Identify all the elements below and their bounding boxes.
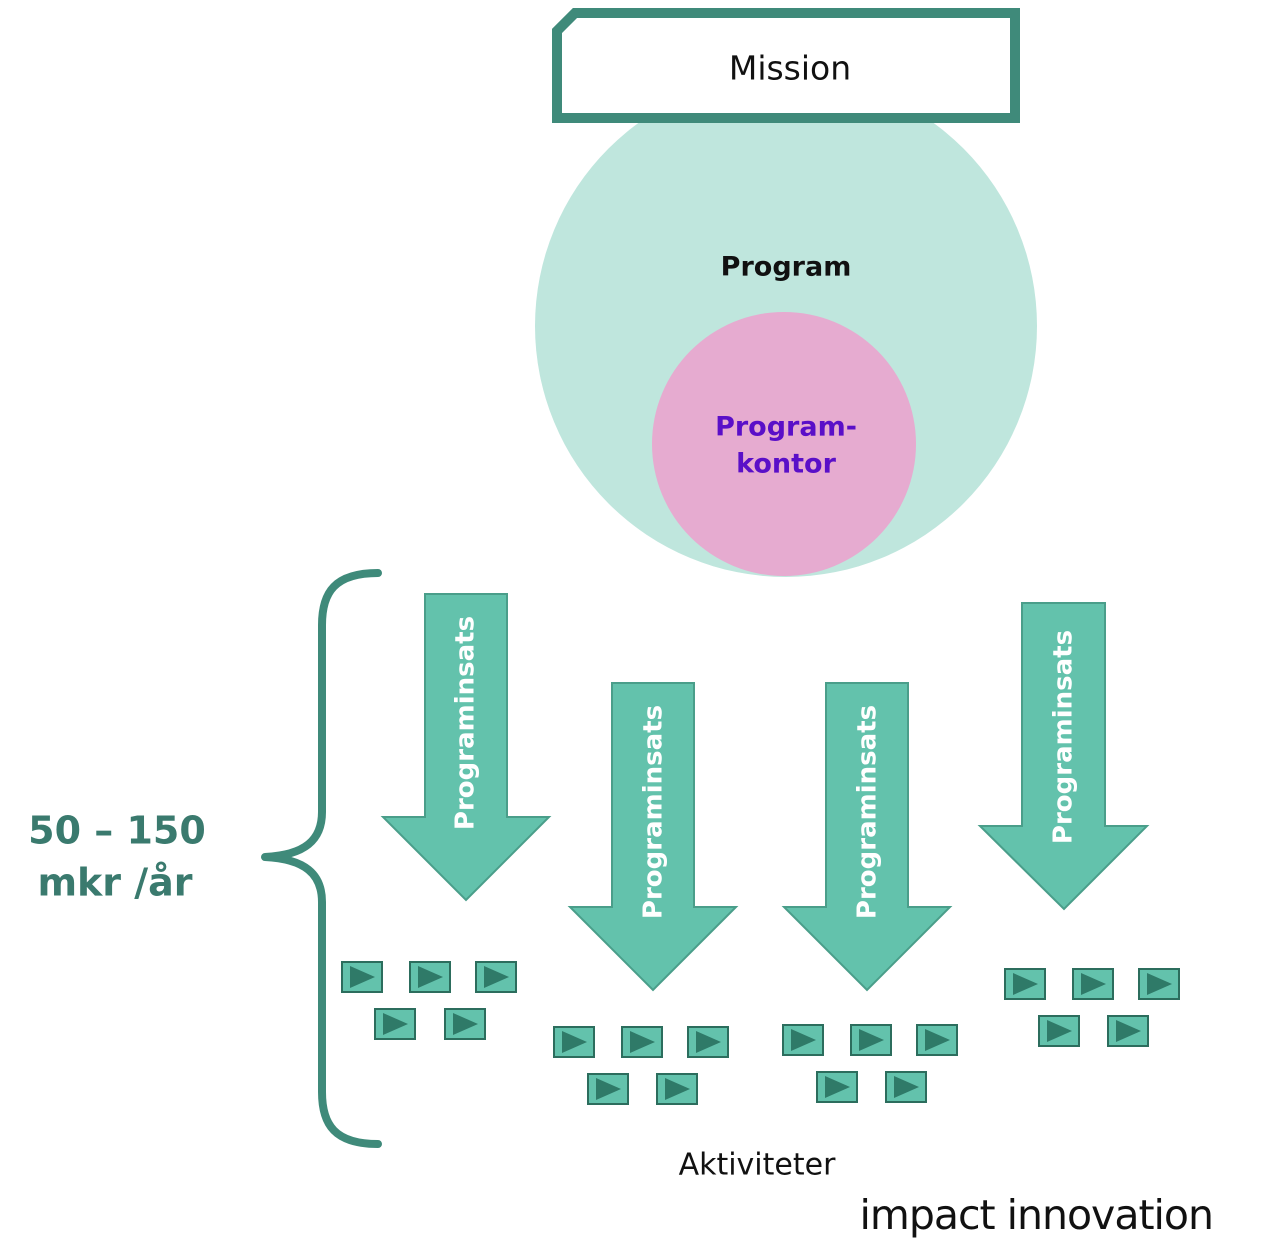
budget-brace [261, 569, 382, 1148]
impact-innovation-logo: impact innovation [859, 1191, 1213, 1239]
intervention-arrow-3: Programinsats [781, 682, 953, 992]
budget-label-line1: 50 – 150 [28, 809, 206, 853]
program-office-label-line2: kontor [736, 449, 836, 480]
activity-group-3 [782, 1024, 958, 1103]
play-icon [816, 1071, 858, 1103]
intervention-arrow-4: Programinsats [977, 602, 1150, 911]
play-icon [782, 1024, 824, 1056]
play-icon [1107, 1015, 1149, 1047]
activity-group-2 [553, 1026, 729, 1105]
play-icon [444, 1008, 486, 1040]
play-icon [850, 1024, 892, 1056]
activity-group-4 [1004, 968, 1180, 1047]
play-icon [916, 1024, 958, 1056]
intervention-arrow-1: Programinsats [380, 593, 552, 902]
mission-label: Mission [729, 49, 851, 88]
play-icon [656, 1073, 698, 1105]
program-office-circle [652, 312, 916, 576]
intervention-label-2: Programinsats [639, 705, 669, 919]
play-icon [553, 1026, 595, 1058]
play-icon [587, 1073, 629, 1105]
play-icon [409, 961, 451, 993]
play-icon [687, 1026, 729, 1058]
budget-label-line2: mkr /år [37, 861, 192, 905]
program-label: Program [721, 252, 852, 283]
play-icon [374, 1008, 416, 1040]
program-office-label-line1: Program- [715, 412, 857, 443]
play-icon [1138, 968, 1180, 1000]
play-icon [885, 1071, 927, 1103]
intervention-label-4: Programinsats [1049, 630, 1079, 844]
play-icon [1004, 968, 1046, 1000]
intervention-label-3: Programinsats [853, 705, 883, 919]
play-icon [341, 961, 383, 993]
play-icon [621, 1026, 663, 1058]
play-icon [475, 961, 517, 993]
intervention-arrow-2: Programinsats [567, 682, 739, 992]
activity-group-1 [341, 961, 517, 1040]
play-icon [1072, 968, 1114, 1000]
intervention-label-1: Programinsats [451, 616, 481, 830]
play-icon [1038, 1015, 1080, 1047]
activities-label: Aktiviteter [679, 1148, 837, 1183]
mission-box: Mission [552, 8, 1020, 123]
